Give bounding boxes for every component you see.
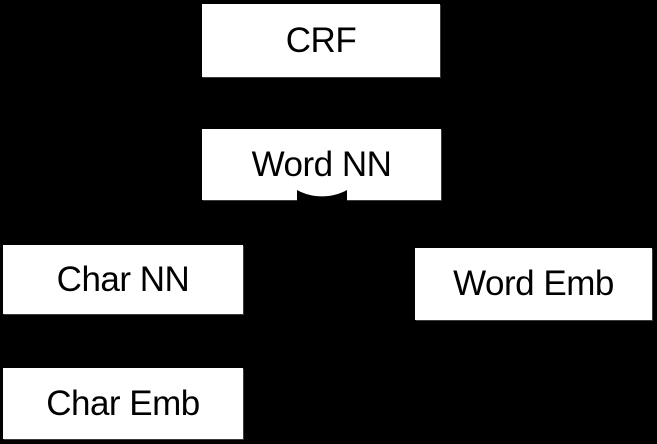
merge-arrowhead-icon (296, 190, 347, 201)
node-word-nn-label: Word NN (251, 144, 392, 184)
node-char-emb-label: Char Emb (46, 383, 200, 423)
node-word-emb-label: Word Emb (453, 264, 614, 303)
node-char-nn: Char NN (3, 245, 243, 314)
node-char-emb: Char Emb (3, 368, 243, 439)
node-word-emb: Word Emb (415, 248, 652, 320)
node-crf: CRF (202, 4, 440, 77)
node-char-nn-label: Char NN (56, 259, 190, 299)
node-word-nn: Word NN (202, 129, 441, 201)
node-crf-label: CRF (285, 20, 357, 60)
